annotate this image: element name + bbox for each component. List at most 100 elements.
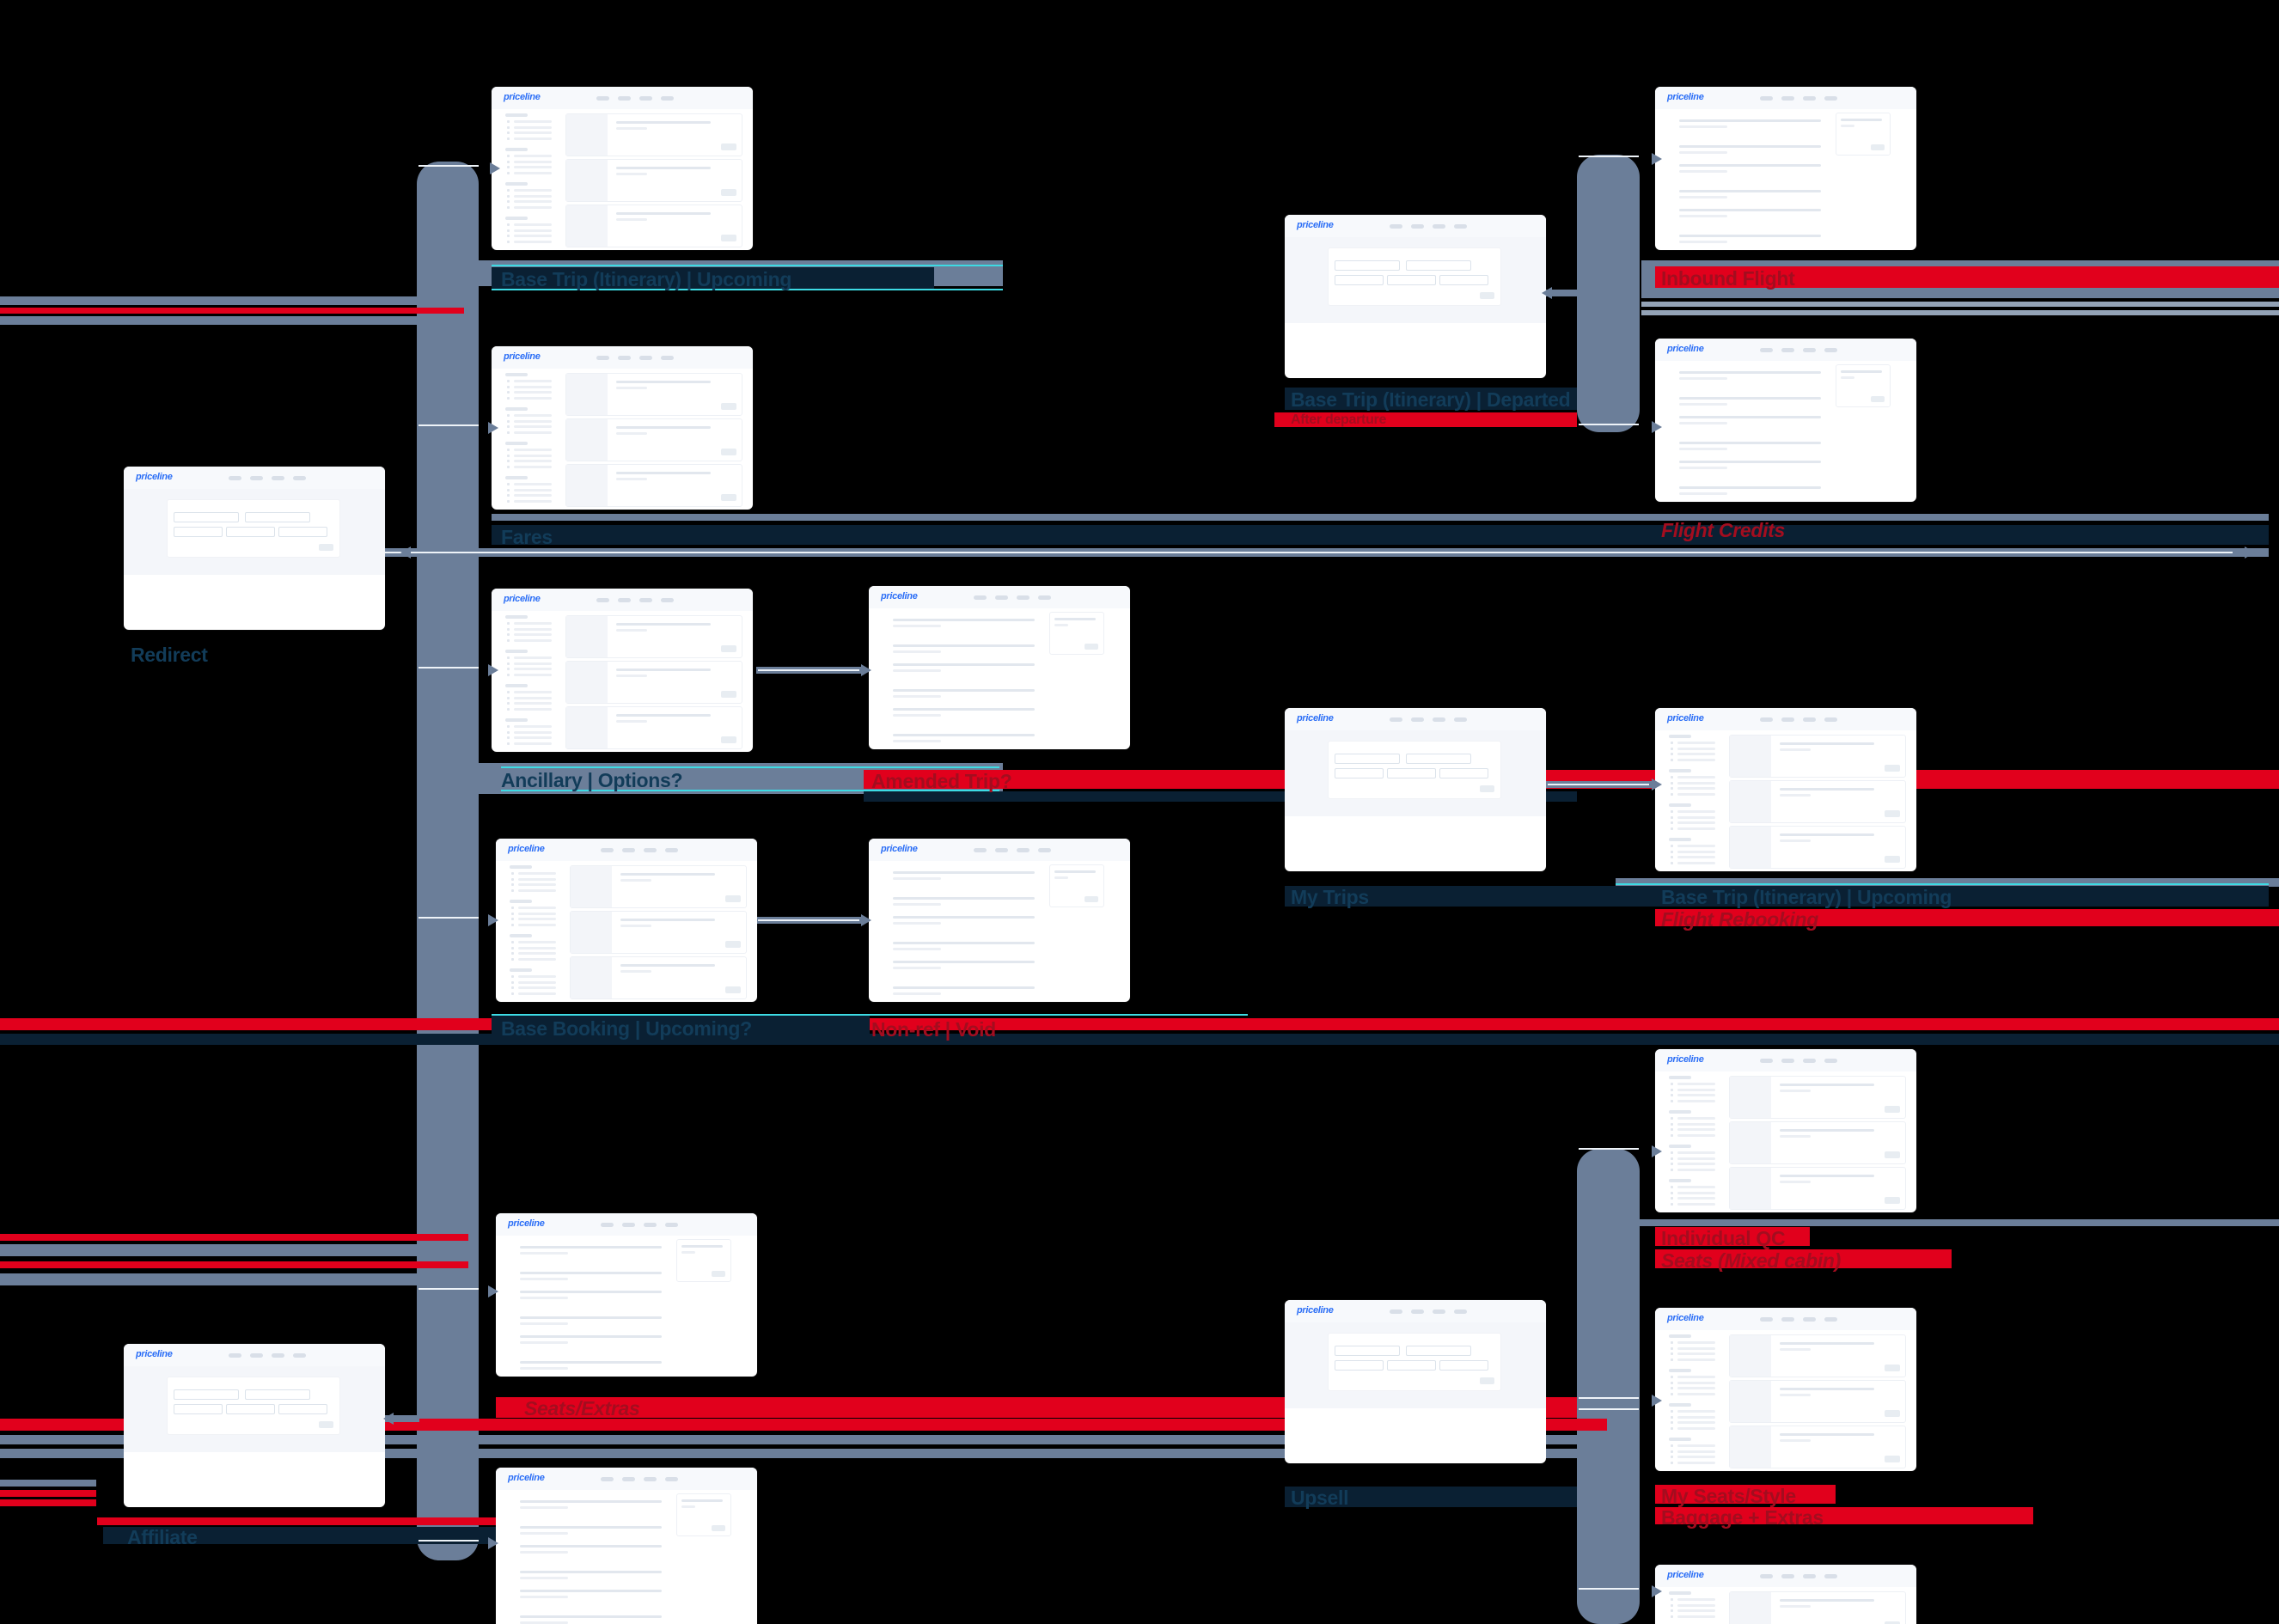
form-submit-button[interactable] bbox=[1480, 1377, 1494, 1384]
priceline-logo: priceline bbox=[508, 1218, 545, 1229]
screen-thumbnail-base-trip-upcoming[interactable]: priceline bbox=[492, 87, 753, 250]
form-input[interactable] bbox=[245, 1389, 310, 1400]
form-input[interactable] bbox=[1387, 768, 1436, 778]
filter-option-line bbox=[518, 957, 556, 961]
screen-thumbnail-affiliate-form[interactable]: priceline bbox=[124, 1344, 385, 1507]
screen-thumbnail-my-seats[interactable]: priceline bbox=[1655, 1308, 1916, 1471]
form-input[interactable] bbox=[1406, 260, 1471, 271]
filter-option-line bbox=[514, 385, 552, 388]
paragraph-line-long bbox=[1679, 209, 1821, 211]
form-submit-button[interactable] bbox=[319, 544, 333, 551]
form-input[interactable] bbox=[278, 1404, 327, 1414]
result-subtitle-line bbox=[616, 720, 647, 723]
filter-group-heading bbox=[510, 865, 532, 869]
nav-pill bbox=[1411, 717, 1424, 722]
paragraph-line-long bbox=[1679, 164, 1821, 167]
screen-thumbnail-flight-credits[interactable]: priceline bbox=[1655, 339, 1916, 502]
paragraph-line-short bbox=[893, 740, 941, 742]
result-title-line bbox=[616, 381, 711, 383]
checkbox-placeholder bbox=[1671, 1603, 1673, 1607]
screen-thumbnail-bottom-right-cut[interactable]: priceline bbox=[1655, 1565, 1916, 1624]
checkbox-placeholder bbox=[507, 454, 510, 457]
nav-pill bbox=[1017, 848, 1030, 852]
screen-thumbnail-bottom-mid-cut[interactable]: priceline bbox=[496, 1468, 757, 1624]
form-input[interactable] bbox=[278, 527, 327, 537]
form-input[interactable] bbox=[174, 1389, 239, 1400]
flow-arrow-icon bbox=[400, 546, 411, 559]
paragraph-line-short bbox=[893, 650, 941, 653]
flow-label: Ancillary | Options? bbox=[501, 769, 683, 791]
form-input[interactable] bbox=[1439, 275, 1488, 285]
form-input[interactable] bbox=[1387, 275, 1436, 285]
screen-thumbnail-non-ref-void[interactable]: priceline bbox=[869, 839, 1130, 1002]
form-submit-button[interactable] bbox=[1480, 292, 1494, 299]
form-input[interactable] bbox=[1335, 1346, 1400, 1356]
form-input[interactable] bbox=[1387, 1360, 1436, 1371]
screen-thumbnail-seats-extras[interactable]: priceline bbox=[496, 1213, 757, 1377]
nav-pill bbox=[665, 848, 678, 852]
screen-thumbnail-redirect-form[interactable]: priceline bbox=[124, 467, 385, 630]
paragraph-line-long bbox=[1679, 371, 1821, 374]
filter-option-line bbox=[1677, 1346, 1715, 1350]
nav-pill bbox=[596, 356, 609, 360]
form-input[interactable] bbox=[1406, 754, 1471, 764]
filter-option-line bbox=[1677, 815, 1715, 819]
result-card bbox=[1729, 1167, 1906, 1210]
screen-thumbnail-base-trip-departed[interactable]: priceline bbox=[1285, 215, 1546, 378]
flow-arrow-icon bbox=[1652, 153, 1662, 165]
paragraph-line-long bbox=[893, 708, 1035, 711]
screen-thumbnail-flight-rebooking[interactable]: priceline bbox=[1655, 708, 1916, 871]
filter-option-line bbox=[514, 499, 552, 503]
form-input[interactable] bbox=[1406, 1346, 1471, 1356]
nav-pill bbox=[1803, 348, 1816, 352]
nav-pill bbox=[1390, 1310, 1402, 1314]
nav-pill bbox=[618, 96, 631, 101]
priceline-logo: priceline bbox=[1667, 344, 1704, 354]
filter-option-line bbox=[1677, 1598, 1715, 1601]
form-input[interactable] bbox=[1335, 275, 1384, 285]
result-subtitle-line bbox=[1780, 1090, 1811, 1092]
form-input[interactable] bbox=[174, 1404, 223, 1414]
summary-button bbox=[1871, 396, 1885, 402]
form-input[interactable] bbox=[1335, 768, 1384, 778]
form-submit-button[interactable] bbox=[319, 1421, 333, 1428]
form-input[interactable] bbox=[174, 527, 223, 537]
checkbox-placeholder bbox=[1671, 1392, 1673, 1395]
form-input[interactable] bbox=[1335, 754, 1400, 764]
screen-thumbnail-inbound-flight[interactable]: priceline bbox=[1655, 87, 1916, 250]
filter-group-heading bbox=[505, 442, 528, 445]
form-input[interactable] bbox=[226, 1404, 275, 1414]
filter-option-line bbox=[514, 194, 552, 198]
form-input[interactable] bbox=[1439, 768, 1488, 778]
flow-arrow-icon bbox=[488, 1285, 498, 1297]
screen-thumbnail-amended-trip[interactable]: priceline bbox=[869, 586, 1130, 749]
screen-thumbnail-individual-qc[interactable]: priceline bbox=[1655, 1049, 1916, 1212]
form-input[interactable] bbox=[245, 512, 310, 522]
result-button bbox=[1885, 1151, 1900, 1158]
form-input[interactable] bbox=[1439, 1360, 1488, 1371]
screen-thumbnail-base-booking[interactable]: priceline bbox=[496, 839, 757, 1002]
form-input[interactable] bbox=[226, 527, 275, 537]
nav-pill bbox=[1390, 717, 1402, 722]
filter-option-line bbox=[514, 240, 552, 243]
screen-thumbnail-ancillary-options[interactable]: priceline bbox=[492, 589, 753, 752]
paragraph-line-short bbox=[1679, 125, 1727, 128]
form-input[interactable] bbox=[1335, 260, 1400, 271]
result-card bbox=[565, 373, 742, 416]
checkbox-placeholder bbox=[511, 946, 514, 949]
form-submit-button[interactable] bbox=[1480, 785, 1494, 792]
priceline-logo: priceline bbox=[136, 472, 173, 482]
result-button bbox=[1885, 1621, 1900, 1624]
form-input[interactable] bbox=[1335, 1360, 1384, 1371]
flow-label: Upsell bbox=[1291, 1487, 1349, 1509]
flow-arrow-icon bbox=[488, 664, 498, 676]
nav-pill bbox=[644, 1477, 657, 1481]
screen-thumbnail-upsell-form[interactable]: priceline bbox=[1285, 1300, 1546, 1463]
nav-pill bbox=[1824, 348, 1837, 352]
screen-thumbnail-fares[interactable]: priceline bbox=[492, 346, 753, 510]
checkbox-placeholder bbox=[511, 980, 514, 984]
result-image-placeholder bbox=[571, 912, 612, 953]
screen-thumbnail-my-trips-form[interactable]: priceline bbox=[1285, 708, 1546, 871]
form-input[interactable] bbox=[174, 512, 239, 522]
priceline-logo: priceline bbox=[1297, 713, 1334, 723]
